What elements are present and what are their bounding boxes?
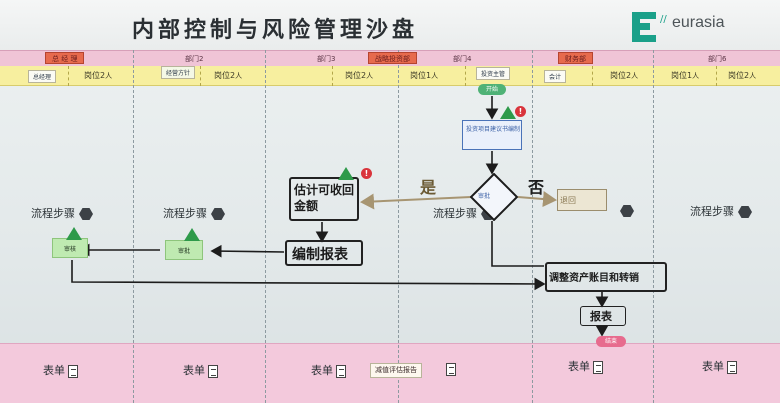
- start-node: 开始: [478, 84, 506, 95]
- department-label-2: 部门2: [185, 55, 204, 63]
- lane-divider: [653, 50, 654, 403]
- person-icon: 人: [631, 72, 639, 80]
- risk-badge-icon: !: [515, 106, 526, 117]
- adjust-box: [545, 262, 667, 292]
- page-title: 内部控制与风险管理沙盘: [132, 17, 419, 43]
- department-label-3: 部门3: [317, 55, 336, 63]
- decision-text: 审批: [478, 193, 491, 200]
- impairment-report-card: 减值评估报告: [370, 363, 422, 378]
- hexagon-icon: [79, 208, 93, 220]
- lane-divider: [398, 50, 399, 403]
- proposal-box: [462, 120, 522, 150]
- rejected-card: [557, 189, 607, 211]
- post-label: 岗位2人: [728, 71, 757, 80]
- person-icon: 人: [692, 72, 700, 80]
- step-label: 流程步骤: [690, 203, 752, 219]
- logo-ticks: //: [660, 14, 667, 25]
- owner-marker-icon: [66, 227, 82, 240]
- post-card-accountant: 会计: [544, 70, 567, 83]
- document-icon: [593, 360, 603, 374]
- yes-label: 是: [420, 178, 437, 197]
- green-card-text: 审批: [177, 248, 190, 255]
- post-divider: [592, 66, 593, 86]
- owner-marker-icon: [500, 106, 516, 119]
- post-divider: [465, 66, 466, 86]
- post-label: 岗位2人: [84, 71, 113, 80]
- document-icon: [727, 360, 737, 374]
- report-text: 编制报表: [292, 247, 348, 263]
- person-icon: 人: [235, 72, 243, 80]
- department-label-4: 部门4: [453, 55, 472, 63]
- hexagon-icon: [738, 206, 752, 218]
- lane-divider: [265, 50, 266, 403]
- form-label: 表单: [311, 362, 346, 378]
- department-label-6: 部门6: [708, 55, 727, 63]
- report2-text: 报表: [590, 310, 612, 323]
- post-divider: [200, 66, 201, 86]
- person-icon: 人: [749, 72, 757, 80]
- title-bar: 内部控制与风险管理沙盘 // eurasia: [0, 0, 780, 52]
- document-icon: [208, 364, 218, 378]
- adjust-text: 调整资产账目和转销: [549, 273, 639, 284]
- form-label: 表单: [43, 362, 78, 378]
- step-label: 流程步骤: [31, 205, 93, 221]
- lane-divider: [532, 50, 533, 403]
- post-divider: [332, 66, 333, 86]
- form-label: 表单: [183, 362, 218, 378]
- post-label: 岗位2人: [214, 71, 243, 80]
- report2-box: [580, 306, 626, 326]
- report-box: [285, 240, 363, 266]
- department-tag-finance: 财务部: [558, 52, 593, 64]
- form-label: 表单: [568, 358, 603, 374]
- green-card-text: 审核: [63, 246, 76, 253]
- department-tag-strategy: 战略投资部: [368, 52, 417, 64]
- owner-marker-icon: [338, 167, 354, 180]
- post-label: 岗位1人: [410, 71, 439, 80]
- no-label: 否: [528, 178, 545, 197]
- post-label: 岗位1人: [671, 71, 700, 80]
- eurasia-logo-icon: [632, 12, 658, 42]
- post-divider: [716, 66, 717, 86]
- decision-diamond: [470, 173, 518, 221]
- post-label: 岗位2人: [345, 71, 374, 80]
- rejected-text: 退回: [560, 196, 576, 205]
- end-node: 结束: [596, 336, 626, 347]
- form-label: 表单: [702, 358, 737, 374]
- step-label: 流程步骤: [163, 205, 225, 221]
- person-icon: 人: [105, 72, 113, 80]
- lane-divider: [133, 50, 134, 403]
- post-card-policy: 经营方针: [161, 66, 196, 79]
- person-icon: 人: [431, 72, 439, 80]
- post-card-investment: 投资主管: [476, 67, 511, 80]
- recover-amount-box: [289, 177, 359, 221]
- hexagon-icon: [620, 205, 634, 217]
- proposal-text: 投资项目建议书编制: [465, 126, 520, 133]
- recover-amount-text: 估计可收回金额: [294, 183, 355, 213]
- department-tag-1: 总 经 理: [45, 52, 85, 64]
- risk-badge-icon: !: [361, 168, 372, 179]
- form-label: [443, 362, 456, 376]
- document-icon: [336, 364, 346, 378]
- post-card-ceo: 总经理: [28, 70, 57, 83]
- owner-marker-icon: [184, 228, 200, 241]
- logo-text: eurasia: [672, 14, 725, 31]
- post-divider: [68, 66, 69, 86]
- person-icon: 人: [366, 72, 374, 80]
- document-icon: [68, 364, 78, 378]
- post-label: 岗位2人: [610, 71, 639, 80]
- hexagon-icon: [211, 208, 225, 220]
- document-icon: [446, 362, 456, 376]
